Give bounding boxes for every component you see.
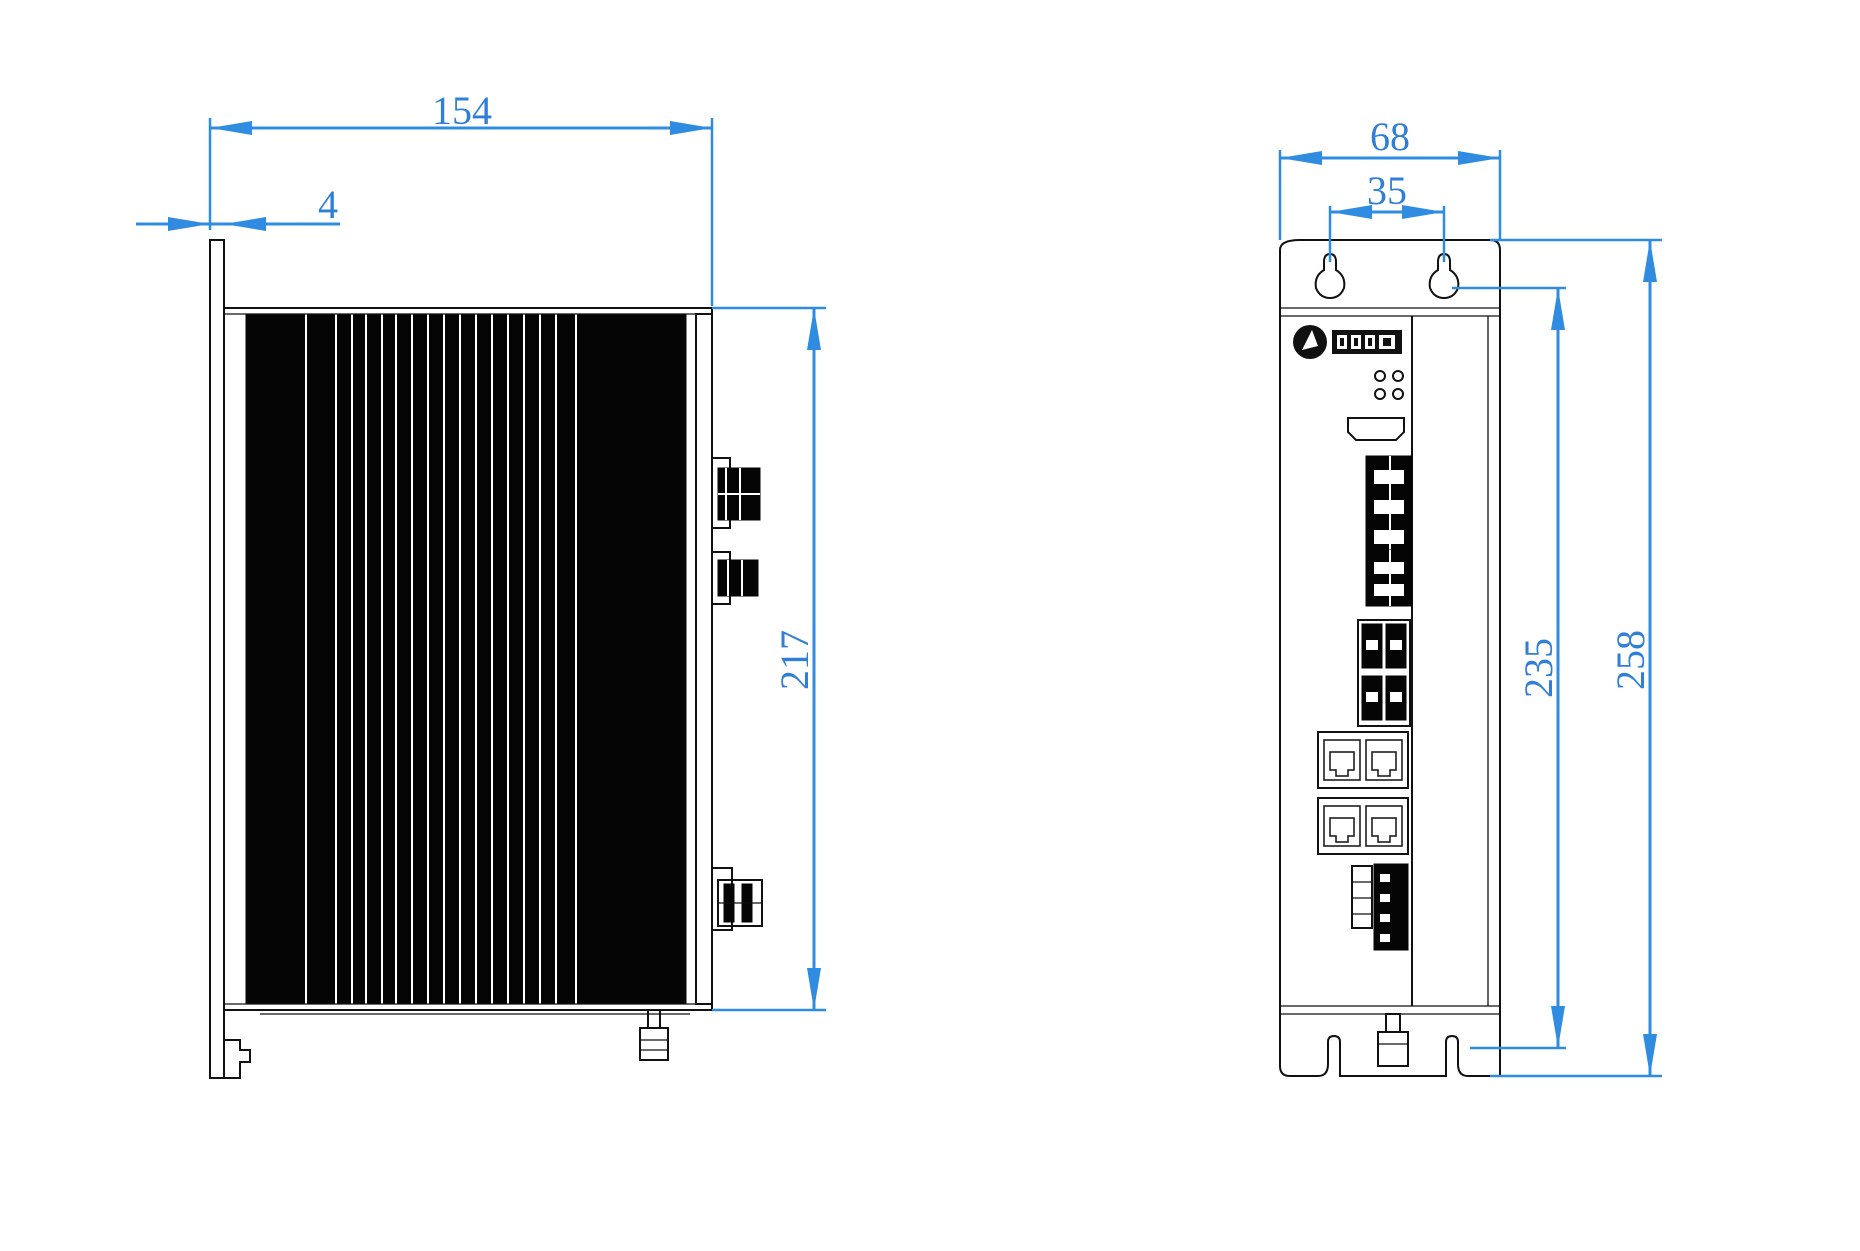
flange-bottom-tab [224, 1039, 251, 1079]
dim-68-label: 68 [1370, 114, 1410, 159]
terminal-block [1351, 863, 1409, 951]
dim-235-label: 235 [1516, 638, 1561, 698]
usb-ports [1357, 619, 1411, 727]
dim-35-label: 35 [1367, 168, 1407, 213]
dim-4-label: 4 [318, 182, 338, 227]
side-view [209, 239, 763, 1079]
port-block-1 [1365, 455, 1413, 555]
front-housing-outline [1279, 239, 1501, 1077]
front-dimensions: 68 35 235 258 [1278, 114, 1662, 1078]
ethernet-ports-upper [1317, 731, 1409, 789]
side-terminal-block [711, 867, 763, 931]
dim-154-label: 154 [432, 88, 492, 133]
front-view [1279, 239, 1501, 1077]
port-block-2 [1365, 549, 1413, 607]
brand-logo [1293, 325, 1402, 359]
side-connector-middle [711, 551, 759, 605]
ethernet-ports-lower [1317, 797, 1409, 855]
side-ground-screw [639, 1009, 669, 1061]
side-connector-upper [711, 457, 761, 529]
heatsink-fins [245, 313, 687, 1005]
fin-lines [305, 314, 577, 1004]
front-ground-screw [1377, 1013, 1409, 1067]
hdmi-port [1347, 417, 1405, 441]
dim-258-label: 258 [1608, 630, 1653, 690]
side-dimensions: 154 4 217 [136, 88, 826, 1012]
dim-217-label: 217 [772, 630, 817, 690]
mounting-flange [209, 239, 225, 1079]
status-leds [1374, 370, 1404, 400]
